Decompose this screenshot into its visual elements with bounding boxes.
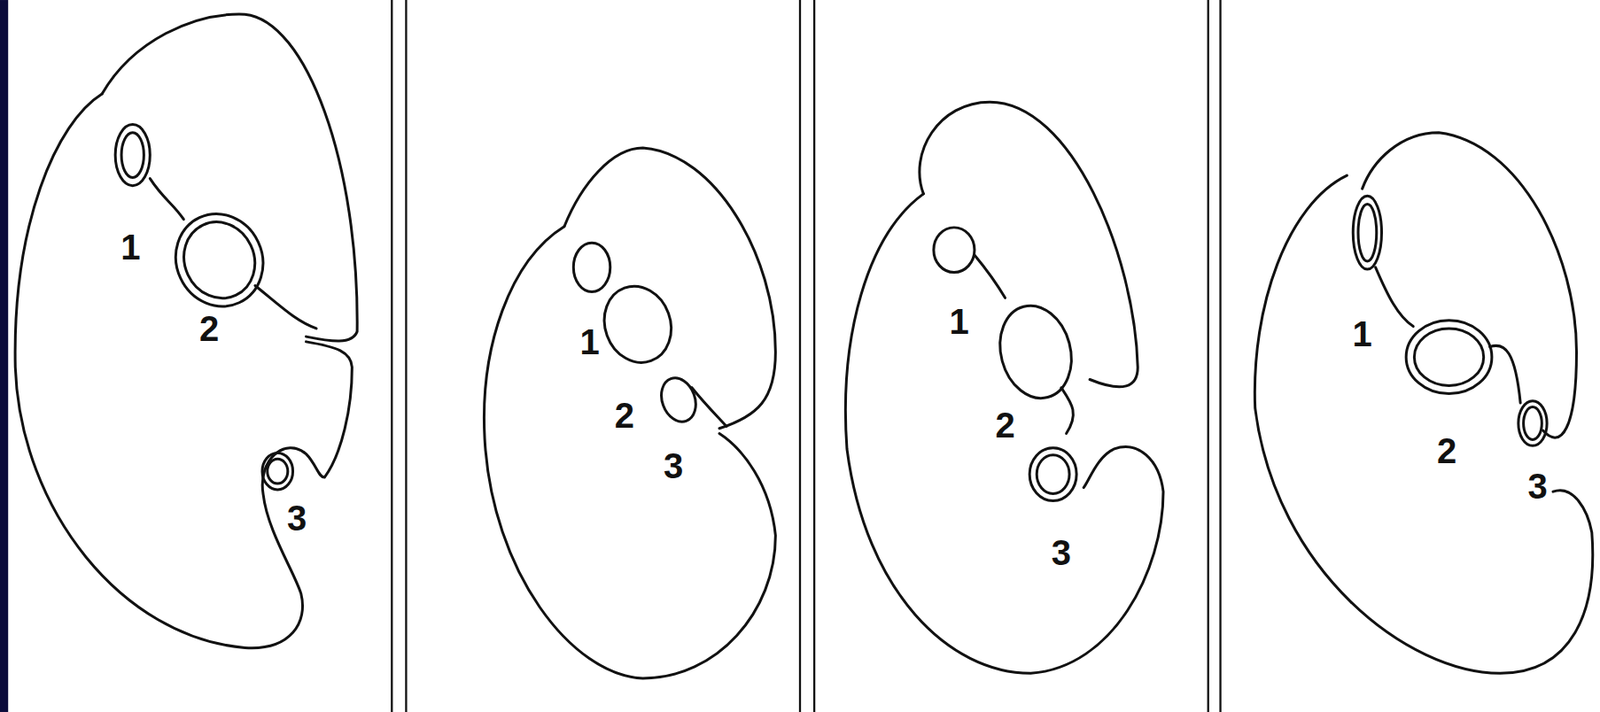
callout-number: 1 <box>949 303 970 340</box>
kidney-outline <box>483 147 776 679</box>
callout-number: 2 <box>199 310 219 347</box>
callout-number: 3 <box>1051 535 1072 571</box>
kidney-outline <box>1254 132 1593 674</box>
callout-number: 3 <box>663 448 684 484</box>
kidney-outline <box>15 14 358 649</box>
edge-strip <box>0 0 8 712</box>
callout-number: 2 <box>994 407 1015 443</box>
callout-number: 1 <box>1352 316 1373 352</box>
callout-number: 1 <box>120 229 140 265</box>
kidney-outline <box>845 101 1164 674</box>
panel-separators <box>391 0 1220 712</box>
callout-number: 2 <box>1436 433 1457 469</box>
callout-number: 3 <box>1528 468 1548 505</box>
callout-number: 1 <box>580 324 600 360</box>
callout-number: 2 <box>614 397 635 434</box>
callout-number: 3 <box>287 500 307 536</box>
